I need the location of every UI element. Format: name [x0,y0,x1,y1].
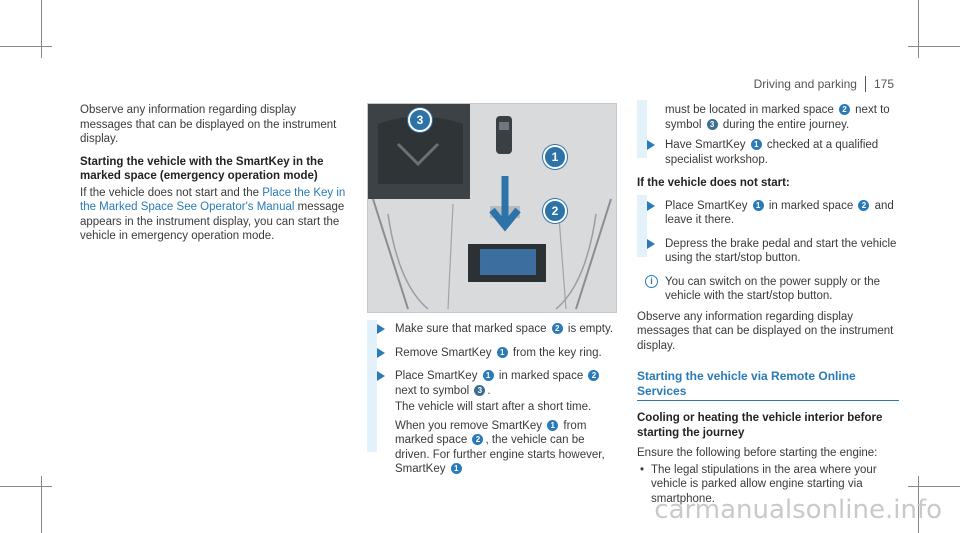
page-number: 175 [873,77,894,91]
list-item: The legal stipulations in the area where… [637,463,899,507]
step-3: Place SmartKey 1 in marked space 2 next … [367,369,619,398]
crop-mark [918,0,919,58]
marker-1: 1 [547,419,559,431]
callout-2: 2 [543,199,567,223]
column-3: must be located in marked space 2 next t… [637,103,899,506]
page-header: Driving and parking 175 [754,76,894,92]
subheading-cooling: Cooling or heating the vehicle interior … [637,412,883,439]
marker-1: 1 [482,370,494,382]
marker-1: 1 [450,463,462,475]
instruction-bar [637,100,647,158]
marker-2: 2 [551,323,563,335]
continued-text: must be located in marked space 2 next t… [665,104,890,131]
step-workshop: Have SmartKey 1 checked at a qualified s… [637,138,899,167]
crop-mark [0,486,52,487]
marker-3: 3 [474,384,486,396]
body-paragraph: If the vehicle does not start and the Pl… [80,186,346,243]
console-drawing [368,104,616,312]
column-2: Make sure that marked space 2 is empty. … [367,322,619,483]
ensure-text: Ensure the following before starting the… [637,447,878,459]
step-arrow-icon [647,140,655,150]
watermark: carmanualsonline.info [654,495,942,525]
crop-mark [908,486,960,487]
section-title: Driving and parking [753,77,857,91]
step-result: The vehicle will start after a short tim… [395,401,605,475]
marker-3: 3 [706,118,718,130]
header-divider [864,76,866,92]
marker-2: 2 [588,370,600,382]
column-1: Observe any information regarding displa… [80,103,348,250]
crop-mark [908,46,960,47]
step-arrow-icon [377,347,385,358]
step-arrow-icon [377,371,385,381]
marker-2: 2 [858,199,870,211]
subheading-not-start: If the vehicle does not start: [637,177,790,189]
callout-3: 3 [408,108,432,132]
info-note: i You can switch on the power supply or … [637,274,899,304]
section-heading: Starting the vehicle with the SmartKey i… [80,155,324,183]
observe-text: Observe any information regarding displa… [637,310,894,352]
step-place-key: Place SmartKey 1 in marked space 2 and l… [637,199,899,228]
instruction-bar [637,195,647,257]
display-message-link[interactable]: Place the Key in the Marked Space See Op… [80,186,346,214]
console-illustration: 1 2 3 [367,103,617,313]
crop-mark [41,0,42,58]
marker-2: 2 [472,434,484,446]
crop-mark [41,476,42,533]
step-arrow-icon [377,324,385,334]
callout-1: 1 [543,145,567,169]
marker-1: 1 [496,346,508,358]
step-brake: Depress the brake pedal and start the ve… [637,237,899,266]
marker-2: 2 [838,104,850,116]
marker-1: 1 [752,199,764,211]
marker-1: 1 [750,139,762,151]
intro-text: Observe any information regarding displa… [80,104,337,145]
crop-mark [0,46,52,47]
step-2: Remove SmartKey 1 from the key ring. [367,346,619,361]
step-arrow-icon [647,238,655,249]
crop-mark [918,476,919,533]
step-1: Make sure that marked space 2 is empty. [367,322,619,337]
step-arrow-icon [647,200,655,211]
remote-services-link[interactable]: Starting the vehicle via Remote Online S… [637,369,899,401]
instruction-bar [367,320,377,452]
info-icon: i [645,274,658,288]
